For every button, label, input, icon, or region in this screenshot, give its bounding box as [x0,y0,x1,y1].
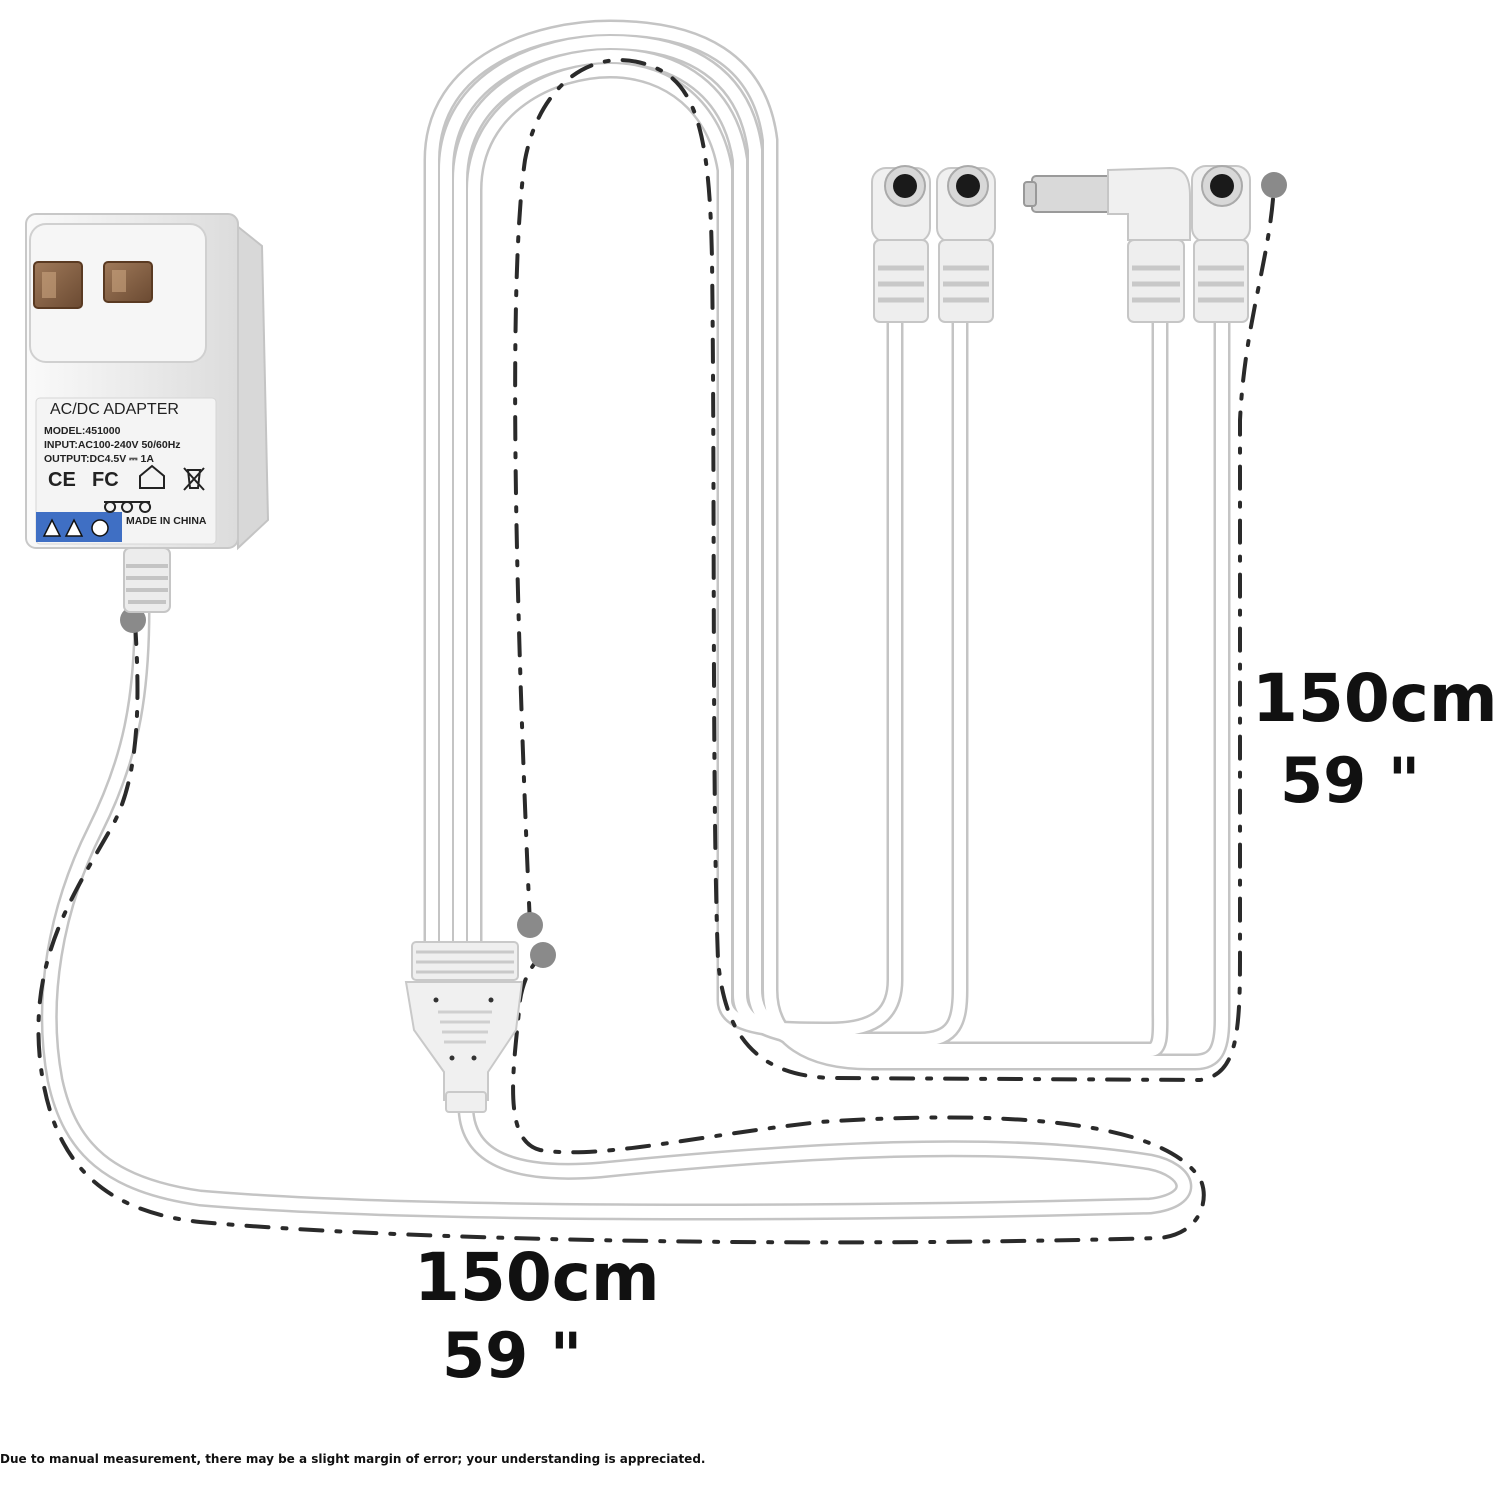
adapter-origin: MADE IN CHINA [126,515,207,527]
warning-triangle-icon [42,518,62,537]
ce-mark-icon: CE [48,469,76,491]
strain-relief [123,547,171,613]
splitter-length-in: 59 " [1280,744,1421,817]
adapter-input: INPUT:AC100-240V 50/60Hz [44,439,181,451]
marker-dots [120,172,1287,968]
wall-adapter [25,213,270,613]
dc-plug-connector-icon [1023,166,1191,323]
wall-plug-prongs-icon [33,261,153,309]
marker-dot-icon [1261,172,1287,198]
marker-dot-icon [530,942,556,968]
fc-mark-icon: FC [92,469,119,491]
adapter-output: OUTPUT:DC4.5V ⎓ 1A [44,453,154,465]
weee-bin-icon [183,467,205,491]
right-angle-dc-jack-icon [1191,165,1251,323]
main-cable-measure-path [36,620,1206,1245]
warning-triangle-icon [64,518,84,537]
measurement-dashed-lines [36,58,1276,1245]
marker-dot-icon [120,607,146,633]
polarity-icon [104,501,152,513]
main-cable-length-cm: 150cm [414,1239,660,1316]
splitter-measure-path [513,58,1276,1083]
dc-jack-connectors [871,165,1251,323]
indoor-use-icon [91,519,109,537]
cables [40,19,1231,1221]
house-icon [139,464,165,489]
splitter-hub-icon [404,941,524,1113]
right-angle-dc-jack-icon [936,165,996,323]
measurement-disclaimer: Due to manual measurement, there may be … [0,1452,706,1466]
adapter-title: AC/DC ADAPTER [50,401,179,418]
splitter-length-cm: 150cm [1252,660,1498,737]
main-cable-length-in: 59 " [442,1319,583,1392]
adapter-model: MODEL:451000 [44,425,121,437]
right-angle-dc-jack-icon [871,165,931,323]
marker-dot-icon [517,912,543,938]
